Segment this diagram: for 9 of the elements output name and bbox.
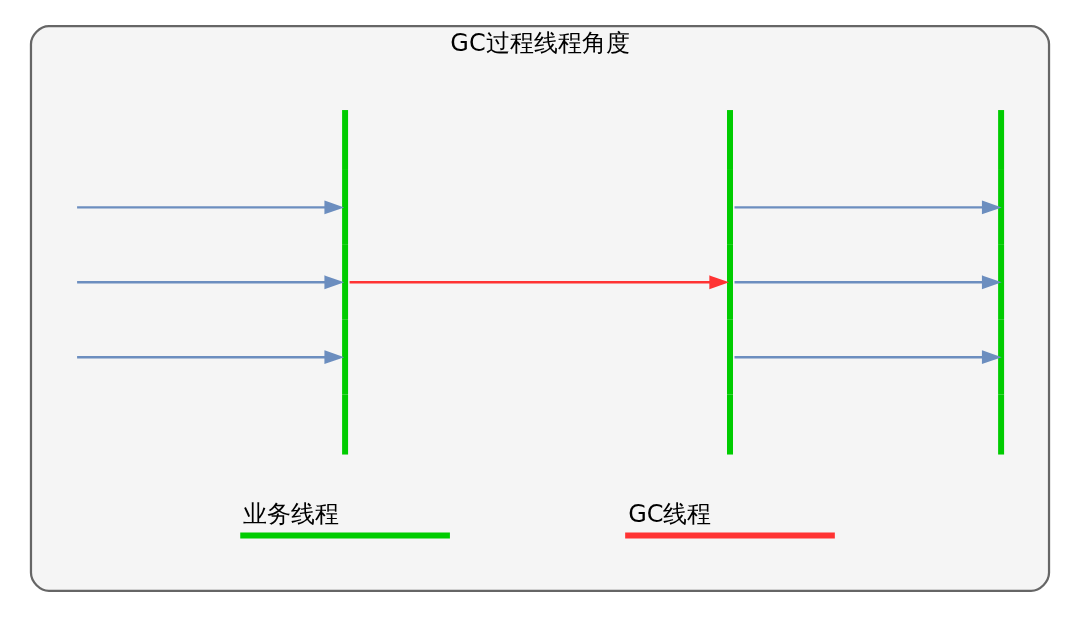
arrow <box>77 275 345 290</box>
arrow <box>77 200 345 215</box>
arrow <box>734 350 1002 365</box>
arrow <box>734 200 1002 215</box>
legend-label: GC线程 <box>628 499 712 528</box>
arrow <box>349 275 730 290</box>
arrow <box>734 275 1002 290</box>
legend-label: 业务线程 <box>243 499 340 528</box>
arrow <box>77 350 345 365</box>
